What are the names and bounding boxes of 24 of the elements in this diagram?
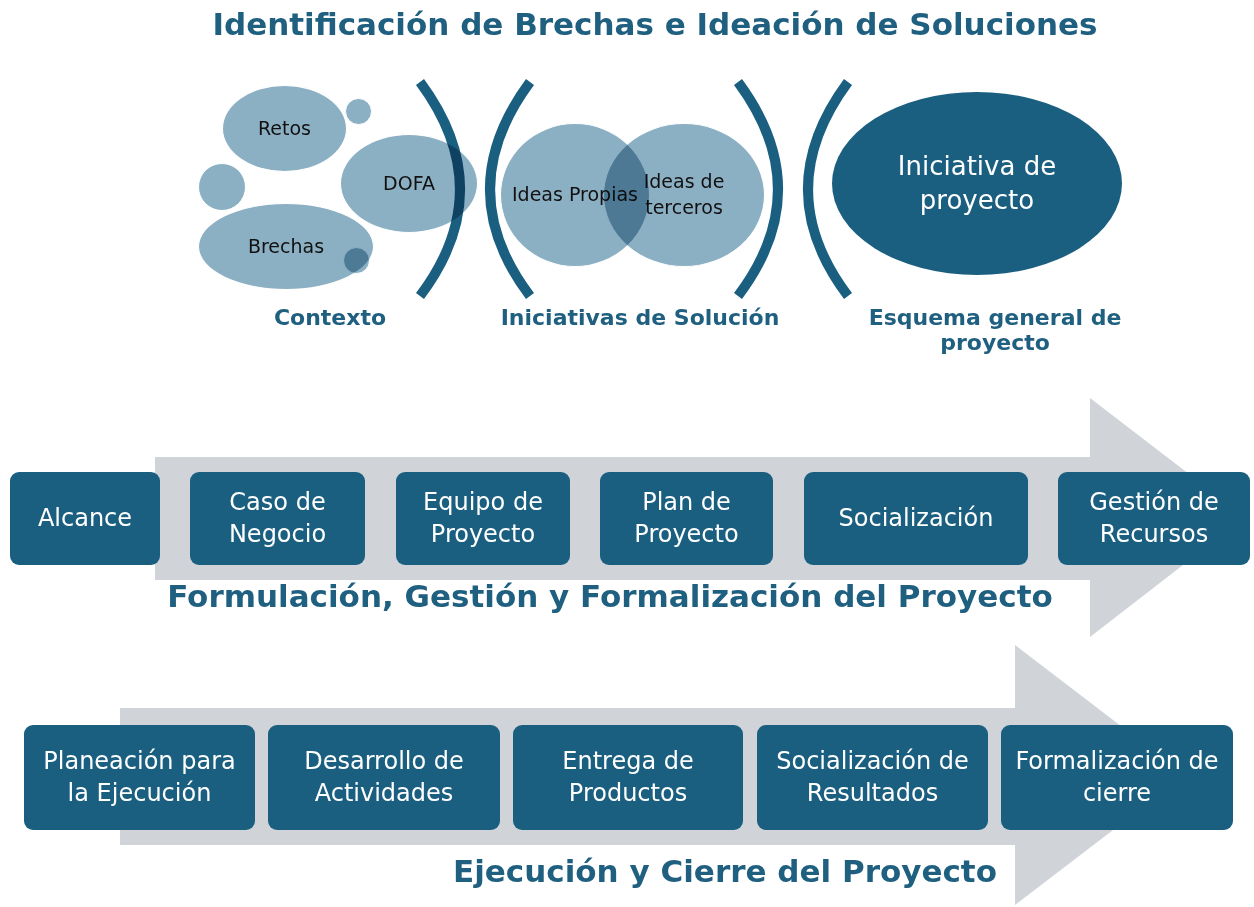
step-box: Socialización de Resultados [757, 725, 988, 830]
step-box: Plan de Proyecto [600, 472, 773, 565]
context-bubble: Retos [222, 85, 347, 172]
section-label: Contexto [272, 305, 388, 330]
section-label: Iniciativas de Solución [499, 305, 781, 330]
context-bubble: Brechas [198, 203, 374, 290]
step-box: Alcance [10, 472, 160, 565]
step-box: Equipo de Proyecto [396, 472, 570, 565]
stage-title: Ejecución y Cierre del Proyecto [452, 853, 998, 889]
section-label: Esquema general de proyecto [867, 305, 1123, 355]
stage-title: Formulación, Gestión y Formalización del Proyecto [166, 578, 1054, 614]
context-bubble: DOFA [340, 134, 478, 233]
step-box: Desarrollo de Actividades [268, 725, 500, 830]
step-box: Formalización de cierre [1001, 725, 1233, 830]
decor-circle [343, 247, 370, 274]
initiative-ellipse: Iniciativa de proyecto [832, 92, 1122, 275]
step-box: Caso de Negocio [190, 472, 365, 565]
decor-circle [345, 98, 372, 125]
diagram-title: Identificación de Brechas e Ideación de Soluciones [211, 6, 1099, 42]
decor-circle [198, 163, 246, 211]
step-box: Planeación para la Ejecución [24, 725, 255, 830]
step-box: Entrega de Productos [513, 725, 743, 830]
step-box: Gestión de Recursos [1058, 472, 1250, 565]
step-box: Socialización [804, 472, 1028, 565]
